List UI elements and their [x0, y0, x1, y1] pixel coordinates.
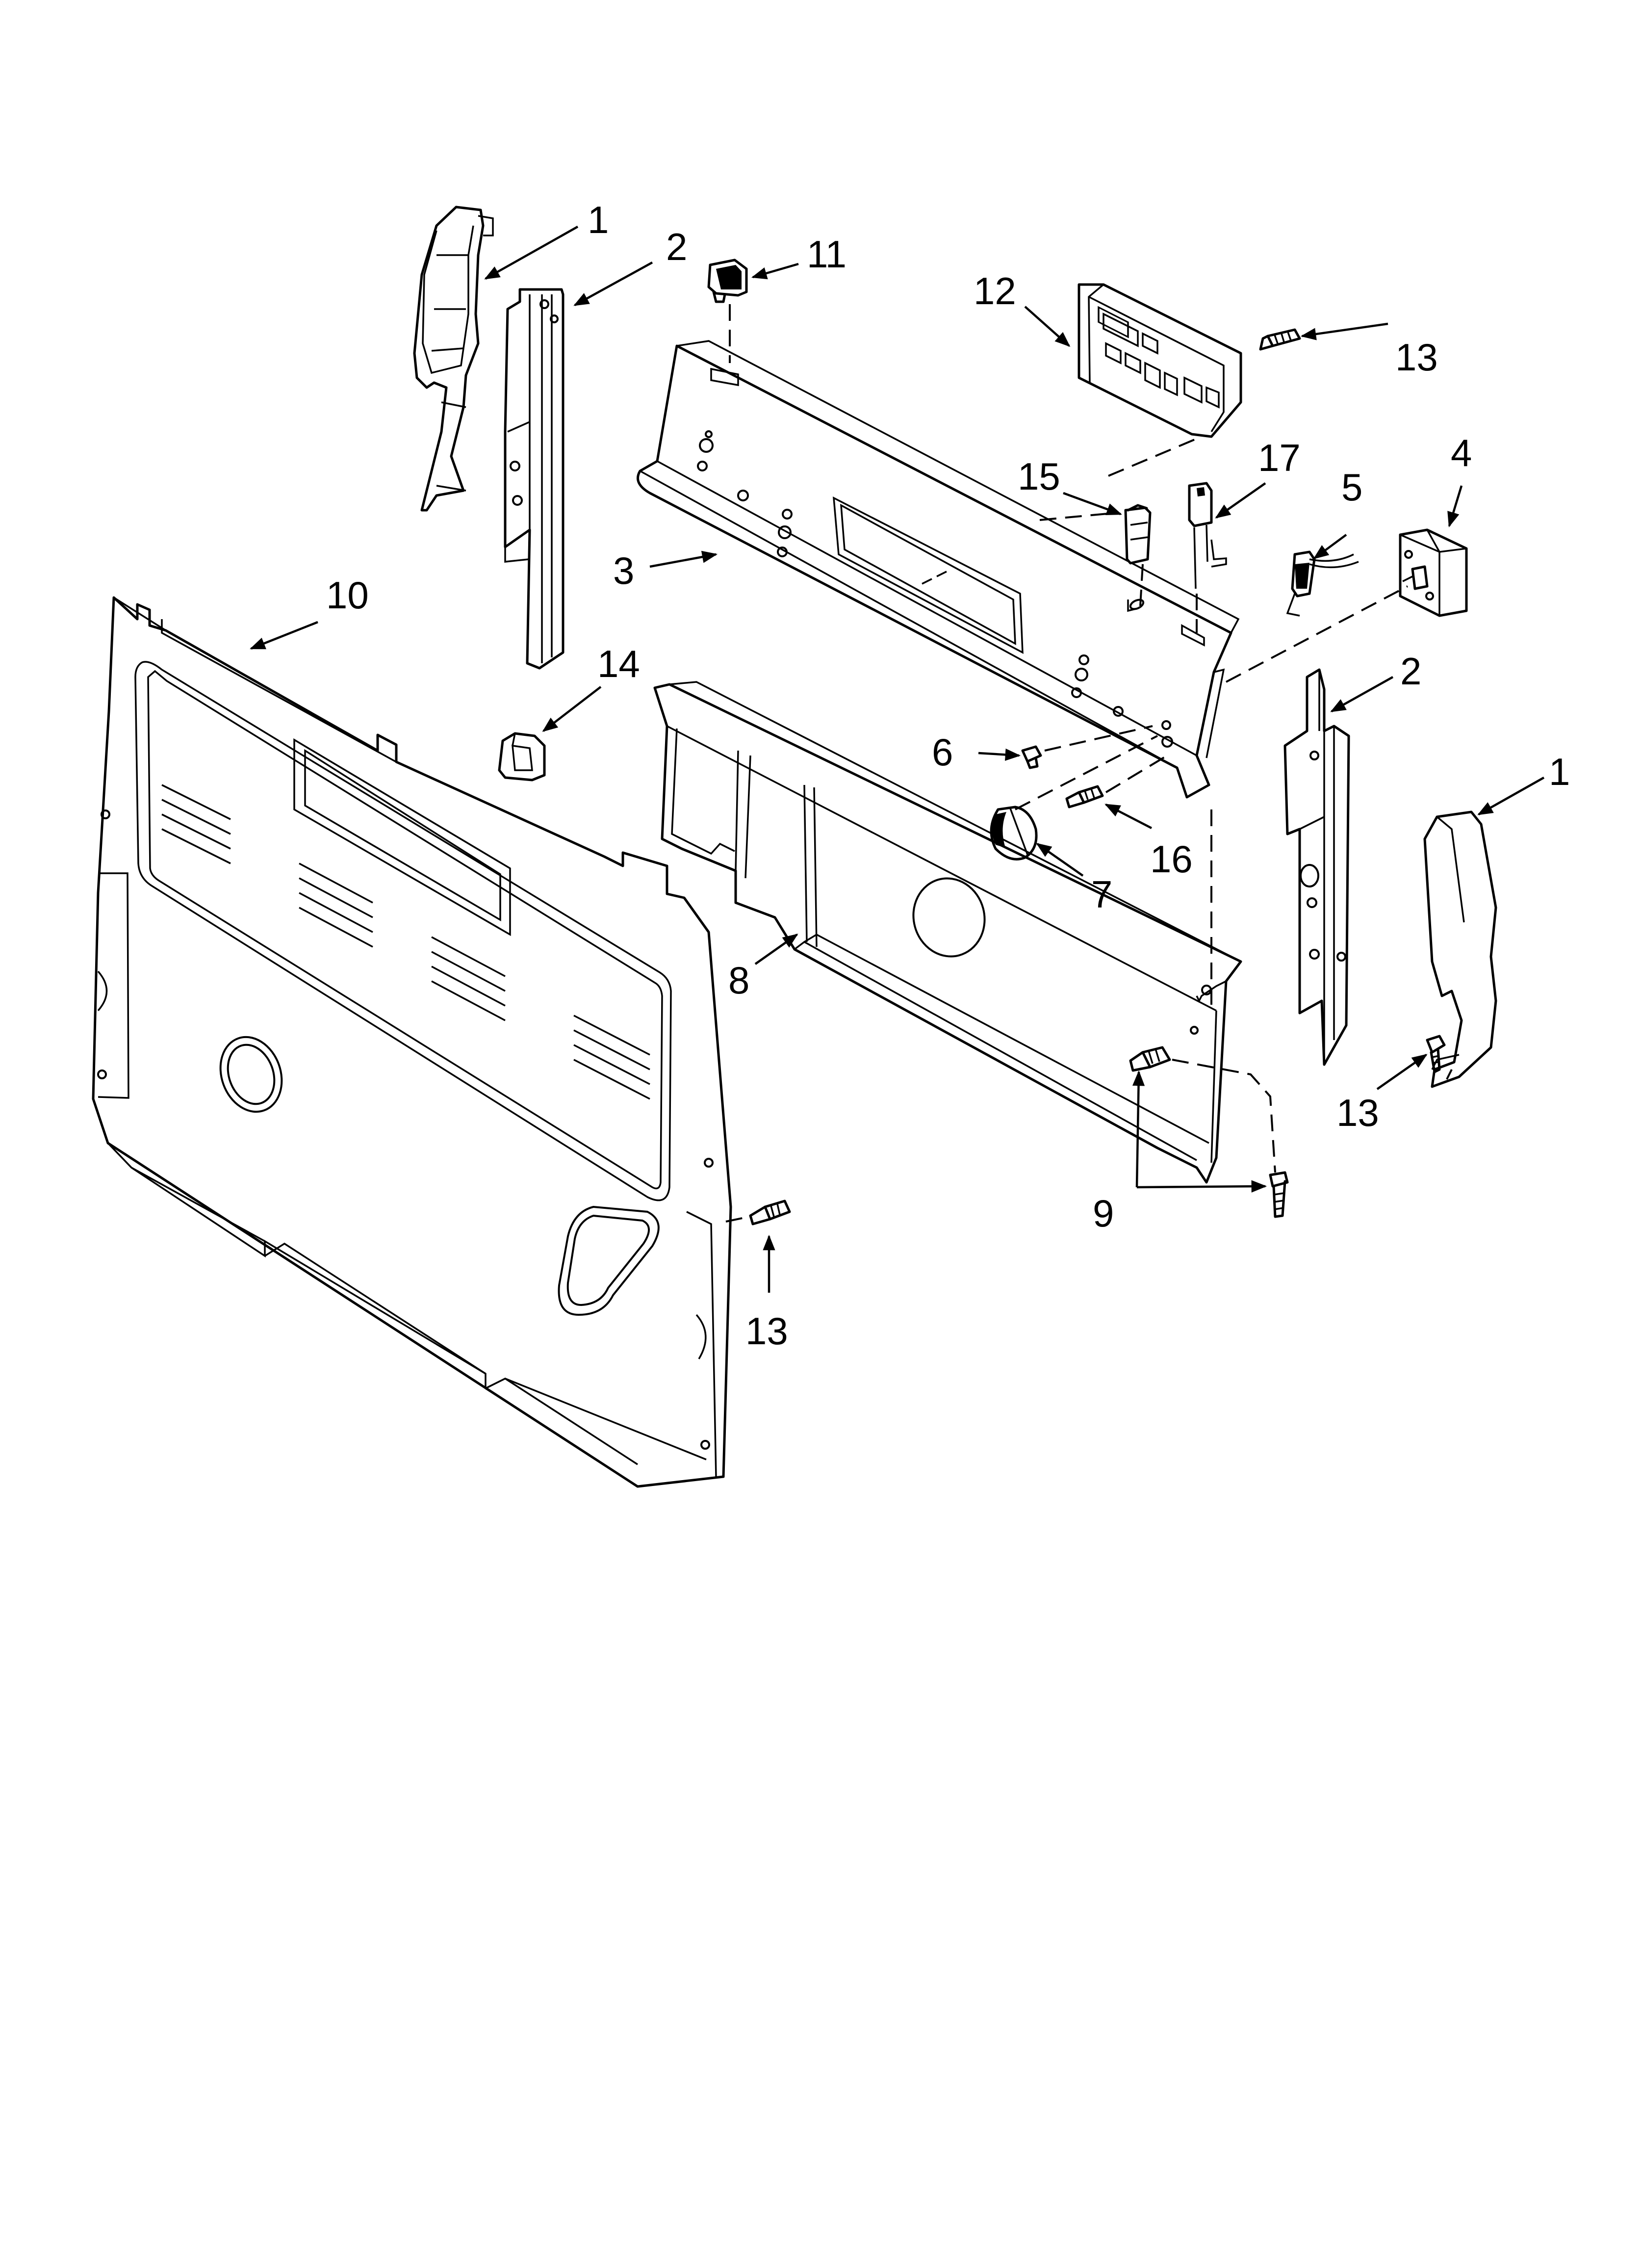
- part-11-switch: [707, 259, 748, 303]
- callout-2-right: 2: [1400, 650, 1421, 693]
- callout-12: 12: [974, 269, 1016, 313]
- callout-14: 14: [597, 642, 640, 685]
- part-13-screw-bottom: [749, 1199, 791, 1225]
- part-3-control-panel: [637, 340, 1240, 799]
- part-5-wire-harness: [1286, 550, 1359, 617]
- part-13-screw-right: [1426, 1035, 1446, 1073]
- part-12-clock-control: [1078, 283, 1242, 438]
- part-1-right-end-cap: [1423, 810, 1497, 1088]
- callout-11: 11: [807, 233, 847, 276]
- leader-arrows: [250, 226, 1545, 1293]
- callout-3: 3: [613, 549, 634, 592]
- callout-2-left: 2: [666, 225, 687, 268]
- part-9-screws: [1129, 1046, 1289, 1218]
- alignment-lines: [725, 304, 1453, 1223]
- part-14-clip: [498, 732, 546, 782]
- callout-16: 16: [1150, 837, 1193, 881]
- callout-13-right: 13: [1336, 1091, 1379, 1134]
- part-7-knob: [990, 806, 1038, 860]
- part-2-right-bracket: [1283, 668, 1350, 1066]
- part-2-left-bracket: [504, 288, 564, 670]
- part-1-left-end-cap: [413, 206, 494, 512]
- callout-labels: 1 2 11 12 13 15 17 5 4 3 10 14 2 1 6 16 …: [326, 198, 1570, 1353]
- callout-5: 5: [1341, 466, 1362, 509]
- callout-6: 6: [932, 730, 953, 774]
- part-16-screw: [1065, 785, 1104, 808]
- part-15-indicator-lamp: [1124, 504, 1152, 565]
- part-4-infinite-switch: [1399, 528, 1468, 617]
- callout-4: 4: [1451, 431, 1472, 474]
- part-13-screw-top: [1259, 328, 1301, 351]
- callout-9: 9: [1093, 1192, 1114, 1235]
- part-17-terminal-block: [1188, 482, 1227, 589]
- callout-10: 10: [326, 574, 369, 617]
- callout-8: 8: [728, 959, 749, 1002]
- callout-1-left: 1: [588, 198, 609, 241]
- callout-15: 15: [1018, 455, 1060, 498]
- part-10-rear-panel: [92, 596, 732, 1488]
- callout-1-right: 1: [1549, 750, 1570, 793]
- callout-13-top: 13: [1395, 336, 1438, 379]
- callout-7: 7: [1091, 873, 1112, 916]
- callout-17: 17: [1258, 436, 1301, 479]
- callout-13-bottom: 13: [745, 1309, 788, 1353]
- part-6-screw: [1021, 745, 1042, 769]
